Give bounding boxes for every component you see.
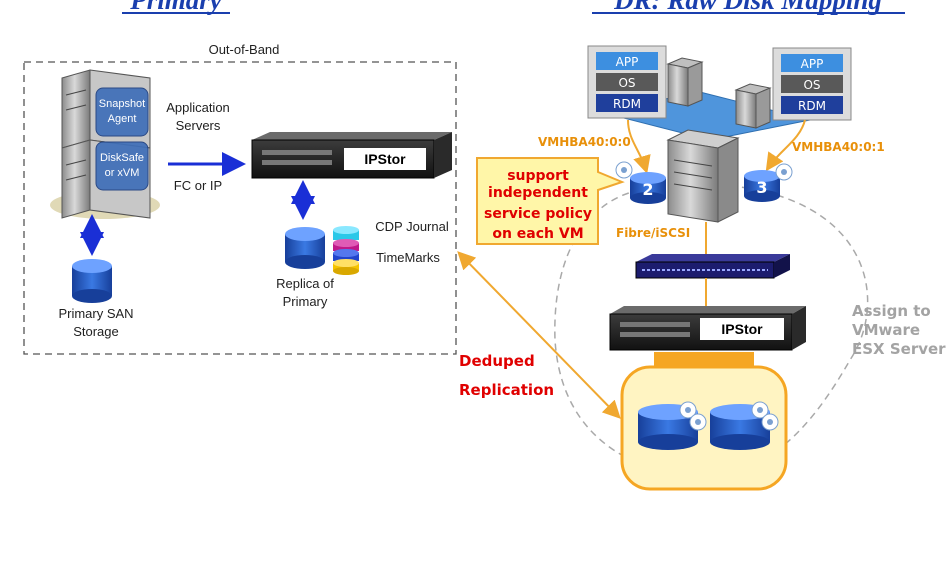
- disksafe-line1: DiskSafe: [100, 152, 144, 164]
- ipstor-dr-label: IPStor: [721, 321, 763, 337]
- callout-line2: independent: [488, 185, 588, 201]
- ipstor-primary-label: IPStor: [364, 151, 406, 167]
- vm-right-rdm: RDM: [798, 99, 826, 113]
- deduped-label: Deduped: [459, 352, 535, 370]
- vmhba-right-arrow: [765, 119, 806, 172]
- out-of-band-label: Out-of-Band: [209, 42, 280, 57]
- vm-left-app: APP: [616, 55, 639, 69]
- dr-title: DR: Raw Disk Mapping: [613, 0, 882, 15]
- assign-line1: Assign to: [852, 302, 931, 320]
- pool-disk-left-icon: [638, 401, 707, 450]
- assign-line2: VMware: [852, 321, 920, 339]
- out-of-band-boundary: [23, 61, 457, 355]
- cdp-journal-label: CDP Journal: [375, 219, 449, 234]
- snapshot-agent-box: [95, 87, 149, 137]
- replica-line1: Replica of: [276, 276, 334, 291]
- fibre-switch-icon: [635, 254, 790, 279]
- snapshot-agent-line1: Snapshot: [99, 98, 145, 110]
- primary-title: Primary: [129, 0, 223, 15]
- disk-3-number: 3: [756, 178, 767, 197]
- vm-left-rdm-box: [596, 94, 658, 112]
- mapped-disk-3-icon: [744, 163, 793, 202]
- san-line1: Primary SAN: [58, 306, 133, 321]
- vm-left-os-box: [596, 73, 658, 91]
- vm-right-app-box: [781, 54, 843, 72]
- fabric-label: Fibre/iSCSI: [616, 226, 690, 240]
- vmhba-right-label: VMHBA40:0:1: [792, 140, 885, 154]
- app-servers-line2: Servers: [176, 118, 221, 133]
- timemarks-label: TimeMarks: [376, 250, 440, 265]
- callout-line3: service policy: [484, 206, 592, 222]
- vm-right-app: APP: [801, 57, 824, 71]
- callout-line4: on each VM: [492, 226, 583, 242]
- primary-san-disk-icon: [72, 259, 112, 303]
- callout-line1: support: [507, 168, 569, 184]
- storage-pool-connector: [654, 352, 754, 368]
- esx-server-icon: [666, 129, 740, 223]
- disksafe-box: [95, 141, 149, 191]
- callout-box: [476, 157, 625, 245]
- cdp-journal-stack-icon: [333, 226, 359, 275]
- pool-disk-right-icon: [710, 401, 779, 450]
- vm-left-app-box: [596, 52, 658, 70]
- vm-right-os-box: [781, 75, 843, 93]
- vm-right-os: OS: [803, 78, 820, 92]
- app-servers-line1: Application: [166, 100, 230, 115]
- ipstor-appliance-dr: [609, 306, 806, 351]
- vm-server-right-icon: [734, 83, 772, 129]
- replica-line2: Primary: [283, 294, 328, 309]
- snapshot-agent-line2: Agent: [108, 113, 137, 125]
- vm-server-left-icon: [666, 57, 704, 107]
- replica-disk-icon: [285, 227, 325, 269]
- disksafe-line2: or xVM: [105, 167, 140, 179]
- vm-right-rdm-box: [781, 96, 843, 114]
- vm-left-os: OS: [618, 76, 635, 90]
- disk-2-number: 2: [642, 180, 653, 199]
- fc-ip-label: FC or IP: [174, 178, 222, 193]
- replication-label: Replication: [459, 381, 554, 399]
- replication-arrow: [457, 251, 621, 419]
- san-line2: Storage: [73, 324, 119, 339]
- assign-line3: ESX Server: [852, 340, 946, 358]
- vm-left-rdm: RDM: [613, 97, 641, 111]
- mapped-disk-2-icon: [615, 161, 666, 204]
- ipstor-appliance-primary: [251, 132, 452, 179]
- vmhba-left-label: VMHBA40:0:0: [538, 135, 631, 149]
- vmhba-left-arrow: [627, 119, 651, 174]
